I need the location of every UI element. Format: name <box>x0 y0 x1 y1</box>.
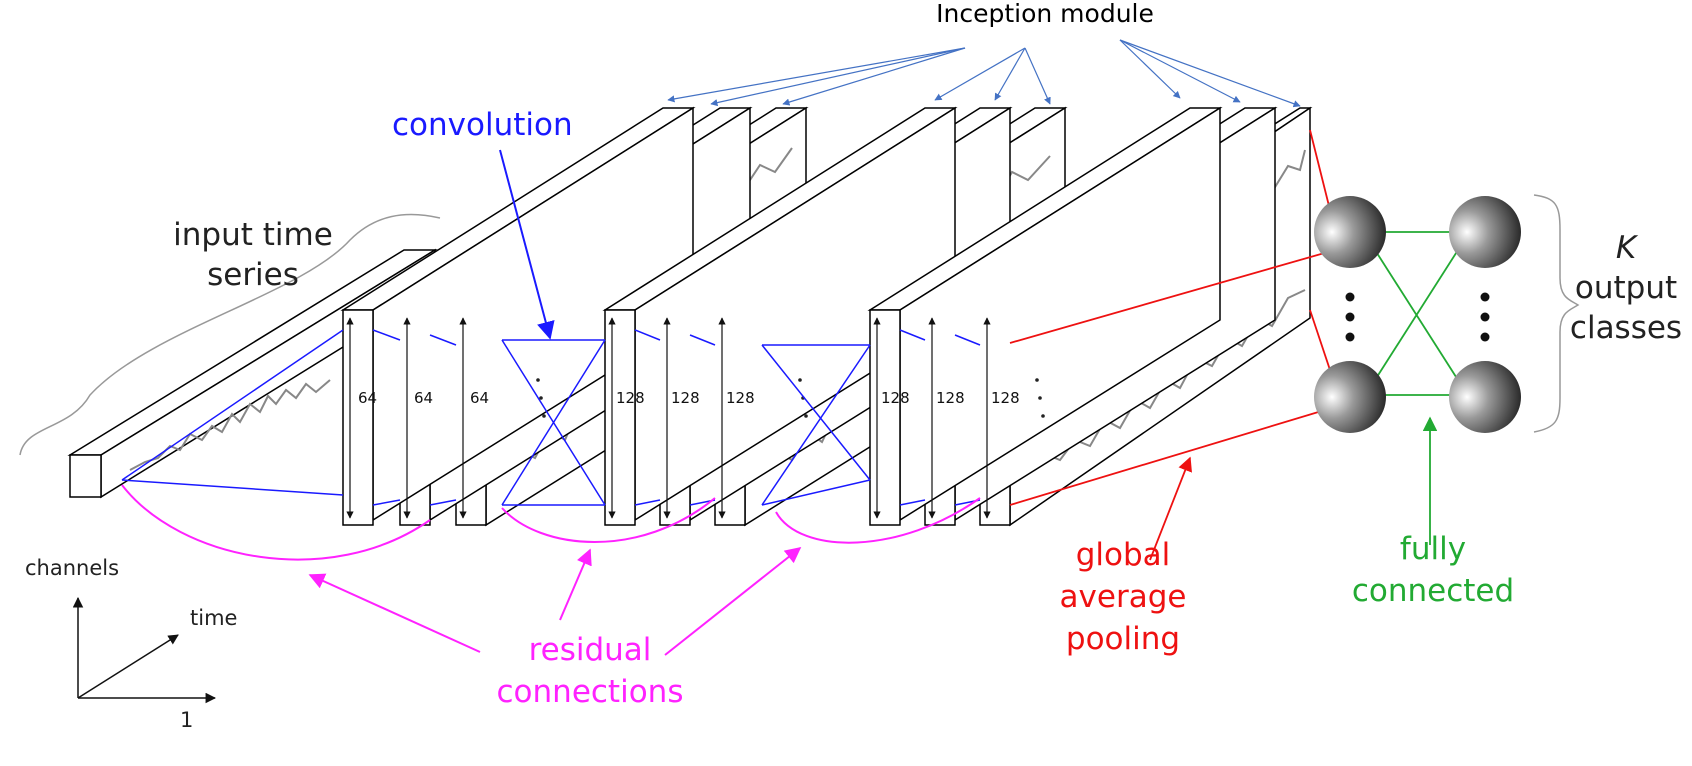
axis-one-label: 1 <box>180 708 193 732</box>
inception-module-3 <box>867 106 1313 527</box>
neuron-ellipsis-dots <box>1345 292 1490 342</box>
filter-count-label: 64 <box>414 389 433 407</box>
filter-count-label: 128 <box>671 389 700 407</box>
convolution-connections <box>121 329 981 506</box>
gap-label-line1: global <box>1076 537 1171 573</box>
output-neurons <box>1314 196 1521 433</box>
gap-label-line3: pooling <box>1066 621 1180 657</box>
fully-connected-label-line2: connected <box>1352 573 1514 609</box>
pooled-feature-neuron <box>1314 361 1386 433</box>
output-class-neuron <box>1449 361 1521 433</box>
inception-module-label: Inception module <box>936 0 1154 28</box>
k-symbol: K <box>1616 230 1639 266</box>
filter-count-label: 128 <box>881 389 910 407</box>
residual-connections <box>121 484 981 656</box>
inception-module-annotation: Inception module <box>667 0 1301 108</box>
filter-count-label: 128 <box>936 389 965 407</box>
filter-count-label: 64 <box>470 389 489 407</box>
filter-count-label: 128 <box>726 389 755 407</box>
fully-connected-label-line1: fully <box>1400 531 1466 567</box>
residual-label-line1: residual <box>529 632 652 668</box>
pooled-feature-neuron <box>1314 196 1386 268</box>
output-classes-label-line2: classes <box>1570 310 1682 346</box>
channel-ellipsis-dots <box>536 378 1045 418</box>
output-class-neuron <box>1449 196 1521 268</box>
fully-connected-connections <box>1374 231 1459 545</box>
input-time-series-label-line2: series <box>207 257 299 293</box>
global-average-pooling-connections <box>1009 129 1336 561</box>
convolution-label: convolution <box>392 107 573 143</box>
filter-count-label: 128 <box>991 389 1020 407</box>
filter-count-label: 64 <box>358 389 377 407</box>
output-classes-label-line1: output <box>1575 270 1677 306</box>
gap-label-line2: average <box>1060 579 1187 615</box>
axis-channels-label: channels <box>25 556 119 580</box>
axes-legend <box>72 596 217 704</box>
output-classes-brace <box>1533 194 1580 433</box>
dimension-arrows <box>346 317 991 519</box>
convolution-arrow <box>499 149 555 340</box>
inception-arrows <box>667 39 1301 108</box>
residual-label-line2: connections <box>497 674 684 710</box>
filter-count-labels: 64 64 64 128 128 128 128 128 128 <box>346 317 1020 519</box>
axis-time-label: time <box>190 606 237 630</box>
filter-count-label: 128 <box>616 389 645 407</box>
input-brace <box>19 213 441 456</box>
input-time-series-label-line1: input time <box>173 217 333 253</box>
